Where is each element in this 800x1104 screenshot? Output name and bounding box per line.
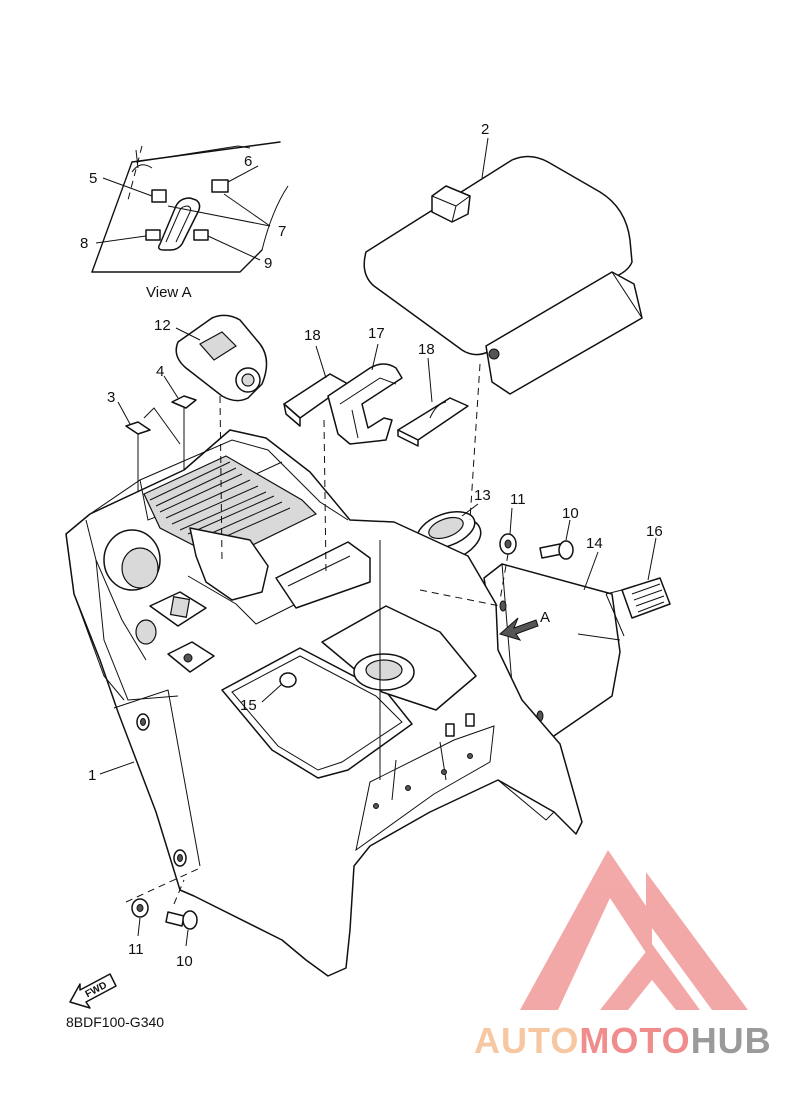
callout-13: 13 <box>474 487 491 504</box>
label-6-shape <box>211 179 229 193</box>
fwd-arrow: FWD <box>69 973 117 1009</box>
view-a-inset: 5 6 7 8 9 View A <box>80 141 289 301</box>
watermark-part-auto: AUTO <box>474 1020 580 1061</box>
callout-3: 3 <box>107 389 115 406</box>
callout-6: 6 <box>244 153 252 170</box>
callout-15: 15 <box>240 697 257 714</box>
part-18-pad-right: 18 <box>397 341 469 447</box>
label-8-shape <box>145 229 161 241</box>
callout-11-upper: 11 <box>510 491 526 508</box>
watermark-logo <box>520 850 748 1010</box>
watermark-text: AUTOMOTOHUB <box>474 1020 772 1062</box>
part-11-nut-upper: 11 <box>499 491 526 555</box>
watermark-part-hub: HUB <box>690 1020 772 1061</box>
part-10-bolt-upper: 10 <box>539 505 579 560</box>
part-12-bracket: 12 <box>154 314 268 402</box>
callout-10-lower: 10 <box>176 953 193 970</box>
callout-8: 8 <box>80 235 88 252</box>
callout-10-upper: 10 <box>562 505 579 522</box>
callout-2: 2 <box>481 121 489 138</box>
part-2-lid: 2 <box>363 121 643 395</box>
callout-9: 9 <box>264 255 272 272</box>
callout-18-left: 18 <box>304 327 321 344</box>
view-a-label: View A <box>146 284 192 301</box>
callout-17: 17 <box>368 325 385 342</box>
part-17-holder: 17 <box>327 325 403 445</box>
label-9-shape <box>193 229 209 241</box>
callout-7: 7 <box>278 223 286 240</box>
callout-11-lower: 11 <box>128 941 144 958</box>
part-10-bolt-lower: 10 <box>165 910 198 970</box>
part-1-main-body: 1 <box>65 429 583 977</box>
callout-5: 5 <box>89 170 97 187</box>
callout-1: 1 <box>88 767 96 784</box>
part-15-plug: 15 <box>240 672 297 714</box>
callout-18-right: 18 <box>418 341 435 358</box>
callout-12: 12 <box>154 317 171 334</box>
watermark-part-moto: MOTO <box>579 1020 691 1061</box>
part-11-nut-lower: 11 <box>128 898 149 958</box>
callout-4: 4 <box>156 363 164 380</box>
label-5-shape <box>151 189 167 203</box>
part-16-caution-label: 16 <box>605 523 671 637</box>
assembly-lines <box>125 363 509 905</box>
callout-14: 14 <box>586 535 603 552</box>
diagram-code: 8BDF100-G340 <box>66 1014 165 1030</box>
callout-16: 16 <box>646 523 663 540</box>
view-a-arrow-label: A <box>540 609 550 626</box>
